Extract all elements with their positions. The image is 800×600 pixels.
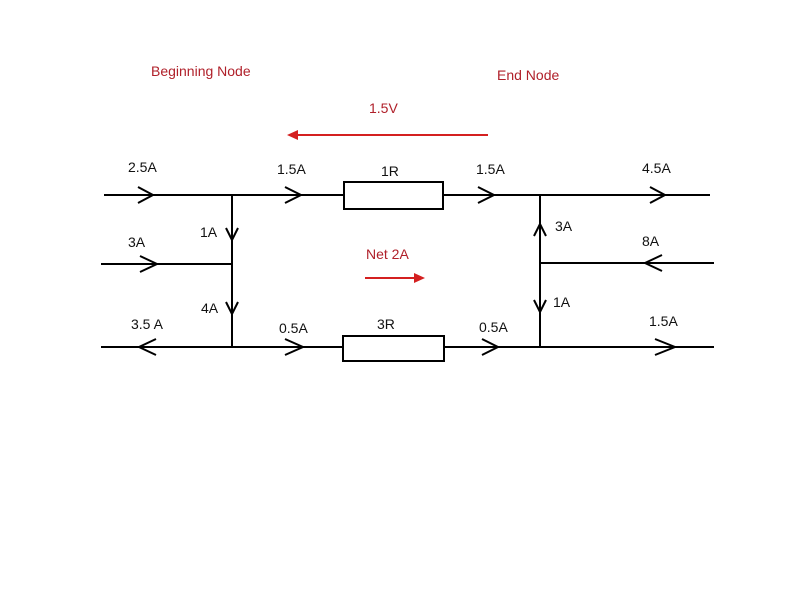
arrow-right-icon [284, 338, 306, 356]
voltage-label: 1.5V [369, 100, 398, 116]
current-left-bottom-out: 3.5 A [131, 316, 163, 332]
arrow-down-icon [225, 227, 239, 243]
current-right-top-out: 4.5A [642, 160, 671, 176]
current-right-bottom-out: 1.5A [649, 313, 678, 329]
arrow-right-icon [654, 338, 678, 356]
resistor-3r [342, 335, 445, 362]
net-current-arrow-head-icon [414, 273, 425, 283]
net-current-label: Net 2A [366, 246, 409, 262]
end-node-label: End Node [497, 67, 560, 83]
arrow-right-icon [649, 186, 668, 204]
current-right-mid-in: 8A [642, 233, 660, 249]
beginning-node-label: Beginning Node [151, 63, 251, 79]
resistor-bottom-label: 3R [377, 316, 395, 332]
current-top-after-resistor: 1.5A [476, 161, 505, 177]
arrow-up-icon [533, 221, 547, 237]
arrow-down-icon [533, 299, 547, 315]
resistor-1r [343, 181, 444, 210]
current-right-vert-bottom: 1A [553, 294, 571, 310]
arrow-right-icon [481, 338, 501, 356]
current-left-top-in: 2.5A [128, 159, 157, 175]
current-left-vert-bottom: 4A [201, 300, 219, 316]
voltage-arrow-head-icon [287, 130, 298, 140]
current-left-vert-top: 1A [200, 224, 218, 240]
arrow-right-icon [137, 186, 156, 204]
arrow-down-icon [225, 301, 239, 317]
resistor-top-label: 1R [381, 163, 399, 179]
current-bottom-before-resistor: 0.5A [279, 320, 308, 336]
current-bottom-after-resistor: 0.5A [479, 319, 508, 335]
current-right-vert-top: 3A [555, 218, 573, 234]
arrow-left-icon [136, 338, 157, 356]
current-left-mid-in: 3A [128, 234, 146, 250]
arrow-right-icon [477, 186, 497, 204]
arrow-right-icon [139, 255, 160, 273]
arrow-left-icon [642, 254, 663, 272]
current-top-before-resistor: 1.5A [277, 161, 306, 177]
arrow-right-icon [284, 186, 304, 204]
